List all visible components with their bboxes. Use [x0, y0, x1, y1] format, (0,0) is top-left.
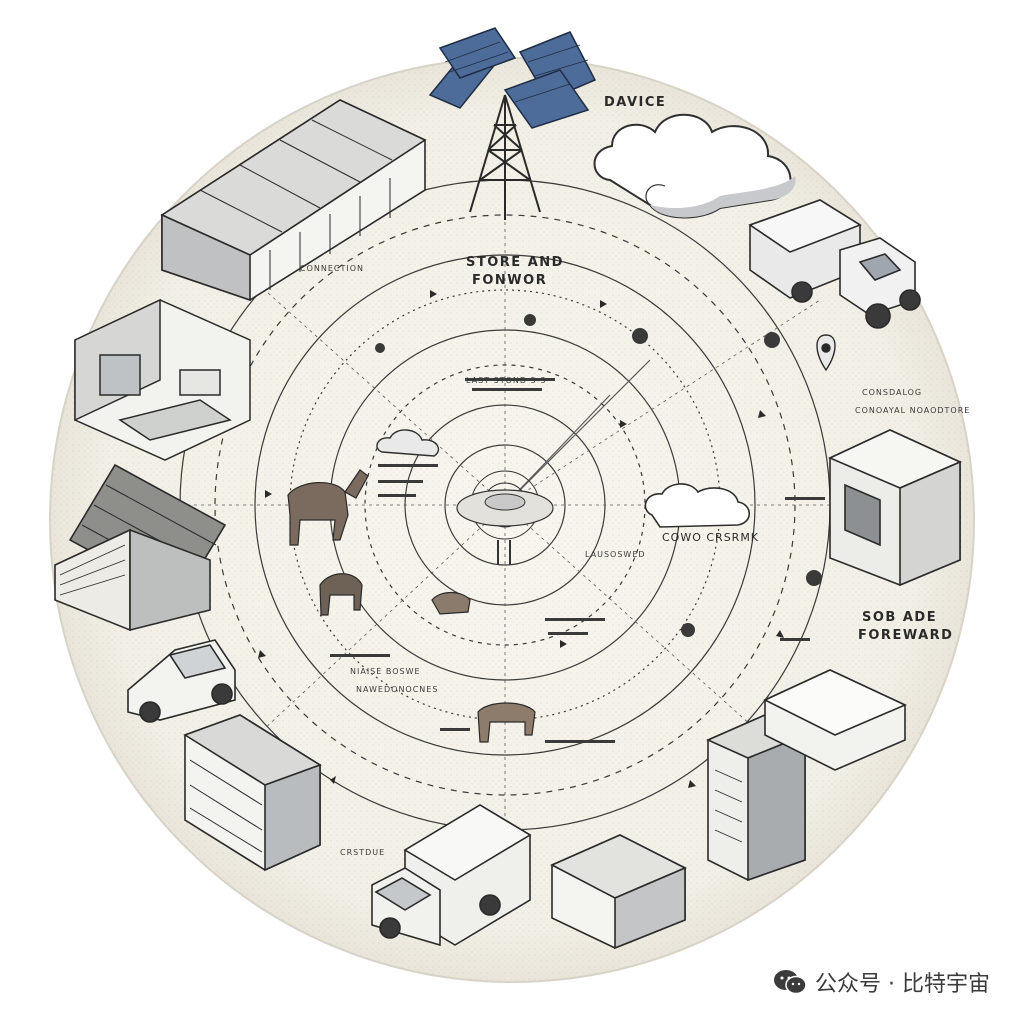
- sensor-node-icons: [375, 314, 822, 637]
- label-store-forward-right-line2: FOREWARD: [858, 628, 954, 643]
- label-store-forward-right-line1: SOB ADE: [862, 610, 938, 625]
- car-icon: [127, 639, 236, 723]
- label-annotation-right2: CONOAYAL NOAODTORE: [855, 406, 971, 415]
- cloud-tiny-icon: [376, 429, 440, 457]
- label-annotation-left: NIAISE BOSWE: [350, 667, 421, 676]
- room-cutaway-icon: [74, 298, 251, 461]
- label-center-lower: LAUSOSWED: [585, 550, 646, 559]
- solar-tower-icon: [428, 27, 597, 220]
- cow-icon: [287, 469, 369, 546]
- center-hub: [456, 470, 554, 565]
- label-annotation-right: CONSDALOG: [862, 388, 923, 397]
- warehouse-icon: [160, 99, 427, 302]
- watermark: 公众号 · 比特宇宙: [773, 966, 990, 998]
- sheep-icon: [431, 591, 471, 615]
- truck-icon: [748, 199, 921, 329]
- label-device: DAVICE: [604, 95, 667, 110]
- label-annotation-bottom: NAWEDONOCNES: [356, 685, 439, 694]
- annotation-scribbles: [330, 378, 825, 743]
- barn-icon: [54, 463, 227, 632]
- label-cloud-connect: COWO CRSRMK: [662, 531, 760, 544]
- label-annotation-shelf: CRSTDUE: [340, 848, 386, 857]
- kiosk-server-icon: [828, 429, 962, 587]
- cloud-small-icon: [644, 483, 751, 528]
- horse-icon: [319, 573, 363, 616]
- label-center-upper: LAST STOND 5-3: [466, 376, 547, 385]
- delivery-truck-icon: [371, 804, 532, 947]
- ring-arrows: [258, 290, 784, 788]
- label-store-and-forward-line2: FONWOR: [472, 273, 548, 288]
- storage-unit-icon: [550, 834, 687, 950]
- shelving-icon: [183, 714, 322, 872]
- label-store-and-forward-line1: STORE AND: [466, 255, 564, 270]
- location-pin-icon: [816, 334, 836, 372]
- wechat-icon: [774, 970, 807, 995]
- container-icon: [763, 669, 907, 771]
- watermark-text: 公众号 · 比特宇宙: [815, 972, 990, 997]
- label-connection-left: CONNECTION: [300, 264, 365, 273]
- calf-icon: [477, 702, 536, 743]
